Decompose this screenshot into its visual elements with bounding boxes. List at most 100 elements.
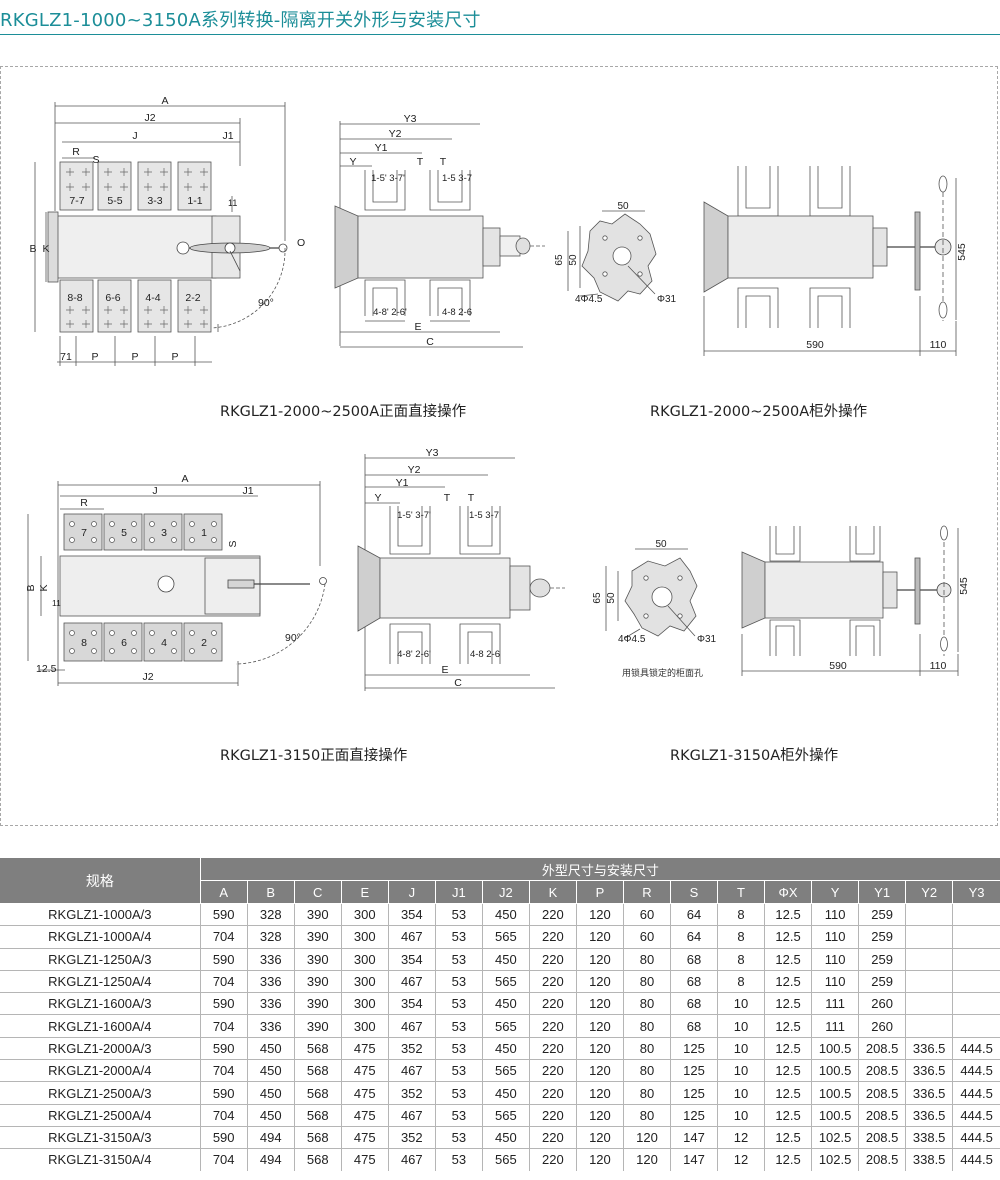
value-cell: 568 bbox=[293, 1104, 342, 1127]
value-cell: 220 bbox=[528, 1014, 577, 1038]
value-cell: 338.5 bbox=[905, 1126, 953, 1150]
terminal-1-5-3-7-prime-3150: 1-5' 3-7' bbox=[397, 510, 431, 521]
terminal-4-8-2-6: 4-8 2-6 bbox=[442, 307, 472, 318]
value-cell: 12.5 bbox=[764, 903, 812, 927]
value-cell: 120 bbox=[575, 1126, 624, 1150]
value-cell: 53 bbox=[434, 1059, 483, 1083]
value-cell: 8 bbox=[717, 948, 765, 971]
column-header: ΦX bbox=[764, 880, 812, 904]
value-cell: 475 bbox=[340, 1059, 389, 1083]
value-cell: 208.5 bbox=[858, 1126, 906, 1150]
value-cell: 704 bbox=[199, 1059, 248, 1083]
value-cell bbox=[952, 948, 1000, 971]
value-cell: 80 bbox=[622, 1104, 671, 1127]
value-cell bbox=[905, 1014, 953, 1038]
value-cell: 467 bbox=[387, 970, 436, 994]
dim-label-t2: T bbox=[440, 156, 447, 168]
terminal-label-2-2: 2-2 bbox=[185, 292, 200, 304]
value-cell: 300 bbox=[340, 970, 389, 994]
value-cell bbox=[952, 903, 1000, 927]
terminal-label-1-1: 1-1 bbox=[187, 195, 202, 207]
value-cell: 53 bbox=[434, 970, 483, 994]
value-cell: 444.5 bbox=[952, 1104, 1000, 1127]
hole-label-phi31-bottom: Φ31 bbox=[697, 634, 717, 645]
value-cell: 53 bbox=[434, 903, 483, 927]
value-cell: 80 bbox=[622, 1037, 671, 1061]
terminal-4-8-2-6-prime-3150: 4-8' 2-6' bbox=[397, 649, 431, 660]
value-cell: 467 bbox=[387, 1059, 436, 1083]
value-cell: 568 bbox=[293, 1081, 342, 1105]
dim-label-y1: Y1 bbox=[375, 142, 388, 154]
value-cell bbox=[952, 1014, 1000, 1038]
value-cell: 12 bbox=[717, 1126, 765, 1150]
value-cell: 125 bbox=[669, 1081, 718, 1105]
angle-label: 90° bbox=[258, 297, 274, 309]
value-cell: 390 bbox=[293, 925, 342, 949]
value-cell: 494 bbox=[246, 1148, 295, 1171]
dim-label-545-bottom: 545 bbox=[958, 577, 970, 595]
value-cell: 120 bbox=[575, 925, 624, 949]
terminal-num-7: 7 bbox=[81, 527, 87, 539]
drawing-panel-cutout-top bbox=[567, 210, 657, 302]
value-cell: 475 bbox=[340, 1081, 389, 1105]
value-cell: 704 bbox=[199, 1148, 248, 1171]
value-cell: 565 bbox=[481, 970, 530, 994]
value-cell: 12.5 bbox=[764, 970, 812, 994]
value-cell: 102.5 bbox=[811, 1126, 859, 1150]
value-cell: 390 bbox=[293, 948, 342, 971]
title-rule bbox=[0, 34, 1000, 35]
hole-label-phi31-top: Φ31 bbox=[657, 294, 677, 305]
value-cell: 352 bbox=[387, 1126, 436, 1150]
value-cell: 120 bbox=[575, 1081, 624, 1105]
value-cell: 220 bbox=[528, 1126, 577, 1150]
value-cell: 300 bbox=[340, 948, 389, 971]
value-cell: 390 bbox=[293, 1014, 342, 1038]
value-cell: 12.5 bbox=[764, 1037, 812, 1061]
value-cell: 12.5 bbox=[764, 1148, 812, 1171]
dim-label-b: B bbox=[29, 243, 36, 255]
value-cell bbox=[905, 925, 953, 949]
dim-label-p2: P bbox=[131, 351, 138, 363]
value-cell: 300 bbox=[340, 1014, 389, 1038]
terminal-num-3: 3 bbox=[161, 527, 167, 539]
dim-label-r: R bbox=[72, 146, 80, 158]
value-cell bbox=[952, 970, 1000, 994]
value-cell: 568 bbox=[293, 1148, 342, 1171]
value-cell: 80 bbox=[622, 1081, 671, 1105]
value-cell: 568 bbox=[293, 1126, 342, 1150]
terminal-num-5: 5 bbox=[121, 527, 127, 539]
value-cell: 110 bbox=[811, 903, 859, 927]
drawing-front-view-2000-2500 bbox=[34, 102, 288, 366]
value-cell: 300 bbox=[340, 903, 389, 927]
dim-label-y-3150: Y bbox=[374, 492, 381, 504]
dim-label-11-top: 11 bbox=[228, 198, 237, 208]
value-cell: 125 bbox=[669, 1037, 718, 1061]
column-header: J2 bbox=[481, 880, 530, 904]
value-cell: 336.5 bbox=[905, 1104, 953, 1127]
drawing-frame bbox=[0, 66, 998, 826]
terminal-num-6: 6 bbox=[121, 637, 127, 649]
column-header: R bbox=[622, 880, 671, 904]
value-cell: 259 bbox=[858, 970, 906, 994]
dim-label-50-vertical-top: 50 bbox=[568, 254, 579, 266]
value-cell: 12.5 bbox=[764, 948, 812, 971]
lock-hole-note: 用锁具锁定的柜面孔 bbox=[622, 669, 704, 679]
value-cell: 450 bbox=[481, 903, 530, 927]
value-cell: 220 bbox=[528, 992, 577, 1016]
value-cell: 120 bbox=[575, 1104, 624, 1127]
value-cell: 704 bbox=[199, 925, 248, 949]
dim-label-y2: Y2 bbox=[389, 128, 402, 140]
model-cell: RKGLZ1-2000A/4 bbox=[0, 1059, 201, 1083]
value-cell: 10 bbox=[717, 992, 765, 1016]
value-cell: 208.5 bbox=[858, 1104, 906, 1127]
value-cell: 53 bbox=[434, 1014, 483, 1038]
value-cell: 110 bbox=[811, 970, 859, 994]
value-cell: 10 bbox=[717, 1059, 765, 1083]
value-cell bbox=[905, 948, 953, 971]
value-cell: 120 bbox=[575, 1059, 624, 1083]
value-cell: 220 bbox=[528, 1104, 577, 1127]
value-cell: 704 bbox=[199, 1014, 248, 1038]
